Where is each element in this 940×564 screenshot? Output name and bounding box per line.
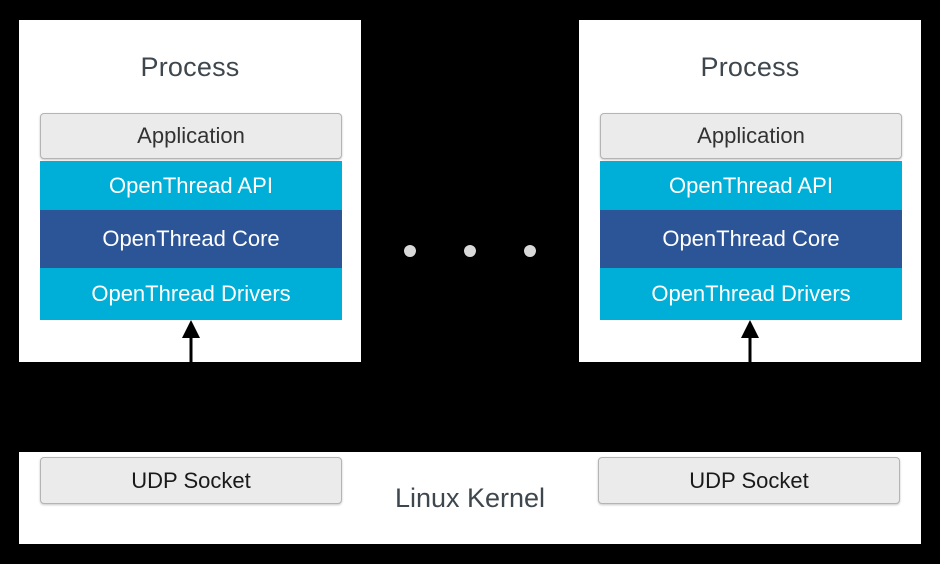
- ellipsis-dot-icon: [404, 245, 416, 257]
- kernel-panel: Linux Kernel UDP Socket UDP Socket: [19, 452, 921, 544]
- udp-socket-box-1[interactable]: UDP Socket: [40, 457, 342, 504]
- kernel-title: Linux Kernel: [394, 483, 546, 513]
- layer-openthread-core[interactable]: OpenThread Core: [40, 210, 342, 268]
- process-title: Process: [140, 52, 240, 82]
- udp-socket-box-2[interactable]: UDP Socket: [598, 457, 900, 504]
- layer-application[interactable]: Application: [600, 113, 902, 159]
- ellipsis-dot-icon: [464, 245, 476, 257]
- arrow-up-icon: [182, 320, 200, 363]
- layer-openthread-drivers[interactable]: OpenThread Drivers: [40, 268, 342, 320]
- layer-application[interactable]: Application: [40, 113, 342, 159]
- arrow-up-icon: [741, 320, 759, 363]
- layer-openthread-core[interactable]: OpenThread Core: [600, 210, 902, 268]
- layer-openthread-api[interactable]: OpenThread API: [40, 161, 342, 210]
- layer-openthread-api[interactable]: OpenThread API: [600, 161, 902, 210]
- process-title: Process: [700, 52, 800, 82]
- ellipsis-dots: [404, 245, 536, 257]
- layer-openthread-drivers[interactable]: OpenThread Drivers: [600, 268, 902, 320]
- process-panel-1: Process Application OpenThread API OpenT…: [19, 20, 361, 362]
- ellipsis-dot-icon: [524, 245, 536, 257]
- process-panel-2: Process Application OpenThread API OpenT…: [579, 20, 921, 362]
